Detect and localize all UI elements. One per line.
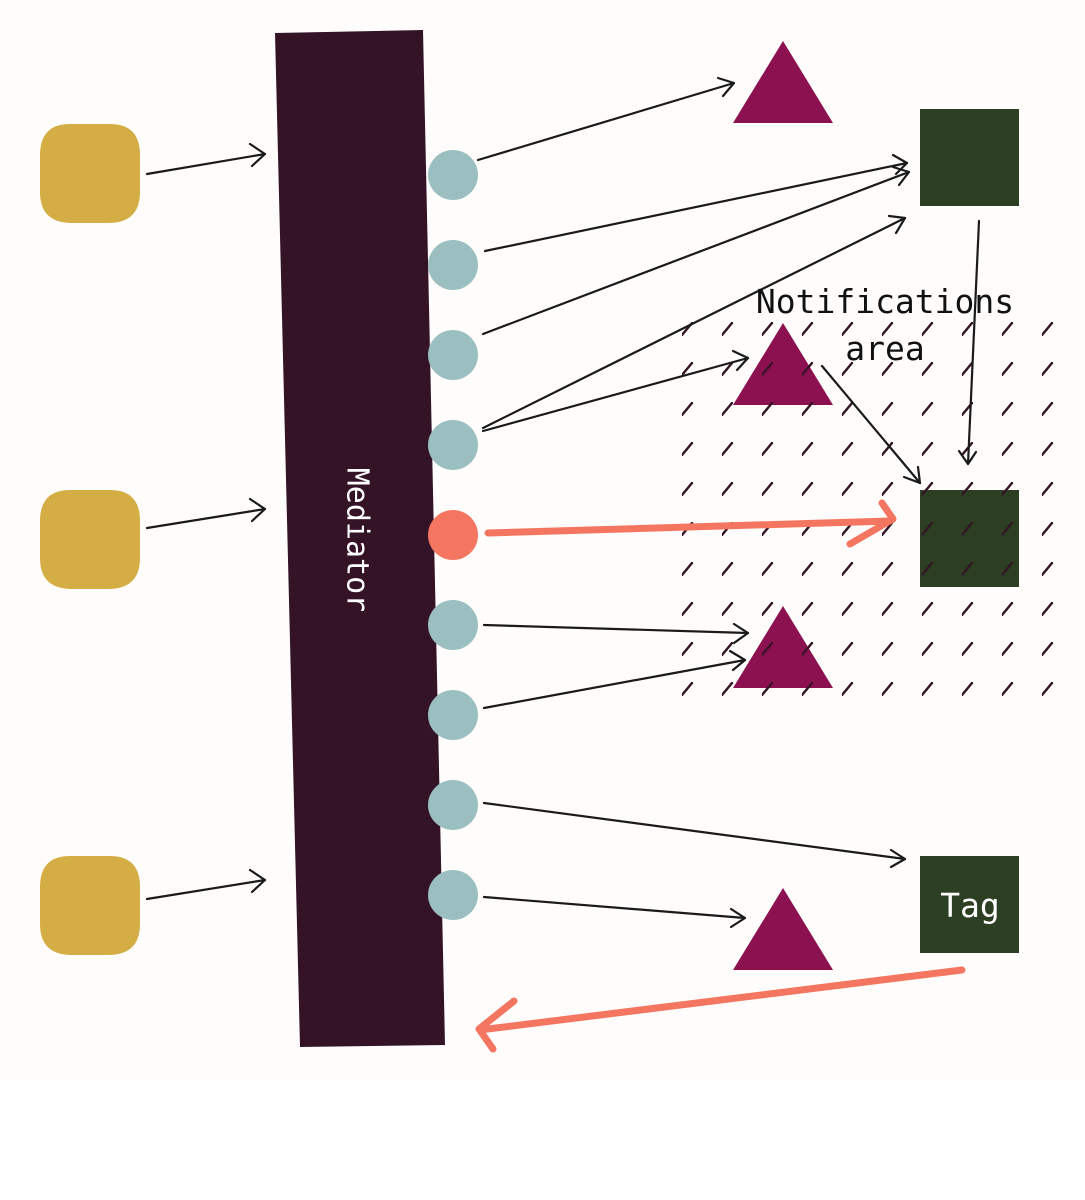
arrow-port9-triangle4 (482, 895, 747, 920)
arrow-port1-triangle1 (476, 81, 736, 162)
port-6 (428, 600, 478, 650)
port-3 (428, 330, 478, 380)
arrowhead-port2-square1 (891, 153, 909, 176)
arrow-port8-tag (482, 801, 907, 861)
arrowhead-port4-triangle2 (731, 349, 750, 372)
notifications-area-overlay (680, 320, 1055, 700)
area-label: Notifications area (756, 282, 1014, 368)
port-2 (428, 240, 478, 290)
arrowhead-source-1 (248, 142, 267, 168)
triangle-1 (733, 41, 833, 123)
port-8 (428, 780, 478, 830)
port-9 (428, 870, 478, 920)
highlight-arrowhead-tag-to-mediator (475, 997, 518, 1053)
port-7 (428, 690, 478, 740)
arrowhead-port8-tag (889, 848, 907, 869)
arrowhead-triangle2-square2 (902, 465, 922, 485)
mediator-bar (275, 30, 445, 1047)
highlight-arrows (475, 499, 966, 1053)
arrowhead-port3-square1 (891, 165, 911, 187)
arrowhead-port9-triangle4 (729, 907, 747, 929)
arrowhead-port4-square1 (887, 214, 907, 235)
arrow-port7-triangle3 (482, 658, 747, 710)
highlight-arrow-tag-to-mediator (476, 966, 966, 1034)
square-1 (920, 109, 1019, 206)
source-arrows (145, 142, 267, 901)
area-label-line1: Notifications (756, 282, 1014, 321)
arrowhead-port1-triangle1 (716, 76, 736, 98)
port-1 (428, 150, 478, 200)
arrow-source-2 (145, 507, 267, 530)
source-circle-1 (40, 124, 140, 223)
tag-square (920, 856, 1019, 953)
highlight-arrowhead-active-port (846, 499, 897, 548)
source-circle-3 (40, 856, 140, 955)
source-circle-2 (40, 490, 140, 589)
tag-label: Tag (940, 886, 1000, 925)
arrow-triangle2-square2 (820, 364, 922, 485)
arrow-source-1 (145, 152, 267, 176)
arrowhead-port7-triangle3 (728, 649, 747, 672)
port-4 (428, 420, 478, 470)
arrow-source-3 (145, 878, 267, 901)
source-circles (40, 124, 140, 955)
arrow-port4-triangle2 (481, 356, 750, 433)
port-5-active (428, 510, 478, 560)
arrowhead-source-2 (248, 497, 267, 523)
arrow-port3-square1 (481, 170, 911, 336)
highlight-arrow-active-port (484, 517, 894, 537)
arrowhead-port6-triangle3 (732, 622, 750, 645)
arrow-port4-square1 (481, 216, 907, 430)
arrow-port6-triangle3 (482, 623, 750, 635)
arrowhead-square1-square2 (957, 449, 978, 466)
area-label-line2: area (845, 329, 924, 368)
arrow-square1-square2 (966, 219, 981, 466)
arrowhead-source-3 (248, 868, 267, 894)
triangle-4 (733, 888, 833, 970)
arrow-port2-square1 (483, 161, 909, 253)
mediator-ports (428, 150, 478, 920)
mediator-label: Mediator (340, 468, 375, 613)
port-arrows (476, 76, 981, 929)
